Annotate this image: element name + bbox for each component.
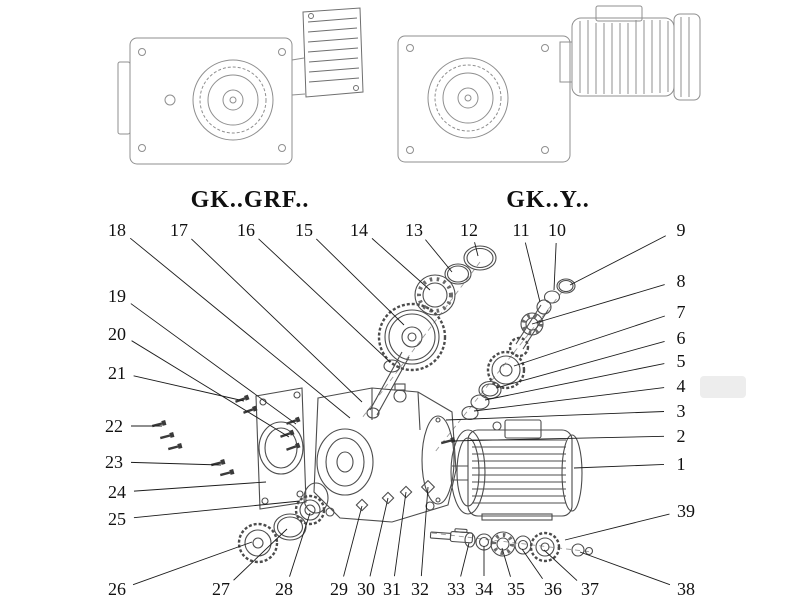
leader-line-19: [130, 303, 297, 425]
leader-line-17: [191, 238, 363, 403]
motor-sketch: [559, 5, 701, 101]
callout-number-13: 13: [405, 220, 423, 240]
callout-number-16: 16: [237, 220, 255, 240]
model-label-gk-y: GK..Y..: [506, 187, 589, 213]
callout-number-21: 21: [108, 363, 126, 383]
leader-line-24: [133, 481, 267, 492]
leader-line-4: [473, 387, 665, 412]
callout-number-9: 9: [677, 220, 686, 240]
callout-number-18: 18: [108, 220, 126, 240]
callout-number-4: 4: [677, 376, 686, 396]
leader-line-38: [579, 551, 671, 586]
callout-number-29: 29: [330, 579, 348, 599]
leader-line-15: [316, 238, 405, 326]
callout-number-25: 25: [108, 509, 126, 529]
leader-line-1: [573, 464, 665, 469]
callout-number-24: 24: [108, 482, 126, 502]
electric-motor: [440, 419, 583, 521]
callout-number-8: 8: [677, 271, 686, 291]
callout-number-17: 17: [170, 220, 188, 240]
assembled-view-gk-grf: [117, 7, 364, 165]
callout-number-3: 3: [677, 401, 686, 421]
leader-line-8: [531, 284, 665, 325]
leader-line-36: [521, 548, 543, 579]
output-bearing-set: [237, 494, 326, 564]
leader-line-37: [543, 549, 578, 581]
leader-line-23: [130, 461, 222, 466]
output-shaft-assembly: [429, 528, 594, 563]
leader-line-14: [371, 238, 431, 291]
callout-number-32: 32: [411, 579, 429, 599]
callout-number-35: 35: [507, 579, 525, 599]
callout-number-26: 26: [108, 579, 126, 599]
leader-line-39: [564, 513, 670, 541]
callout-number-20: 20: [108, 324, 126, 344]
leader-line-27: [233, 528, 288, 581]
callout-number-30: 30: [357, 579, 375, 599]
callout-number-10: 10: [548, 220, 566, 240]
callout-number-1: 1: [677, 454, 686, 474]
model-label-gk-grf: GK..GRF..: [191, 187, 310, 213]
leader-line-12: [474, 242, 479, 257]
callout-number-28: 28: [275, 579, 293, 599]
callout-number-31: 31: [383, 579, 401, 599]
leader-line-5: [484, 363, 665, 401]
leader-line-16: [258, 238, 391, 363]
callout-number-5: 5: [677, 351, 686, 371]
leader-line-35: [501, 547, 511, 577]
leader-line-6: [495, 340, 665, 389]
leader-line-18: [129, 237, 351, 419]
callout-number-33: 33: [447, 579, 465, 599]
leader-line-30: [369, 497, 389, 577]
callout-number-36: 36: [544, 579, 562, 599]
leader-line-29: [343, 505, 363, 577]
leader-line-26: [132, 541, 253, 586]
callout-number-14: 14: [350, 220, 368, 240]
callout-number-2: 2: [677, 426, 686, 446]
callout-number-6: 6: [677, 328, 686, 348]
countershaft-gear-train: [461, 278, 576, 421]
callout-number-39: 39: [677, 501, 695, 521]
leader-line-13: [425, 239, 453, 273]
watermark: [700, 376, 746, 398]
callout-number-15: 15: [295, 220, 313, 240]
callout-number-19: 19: [108, 286, 126, 306]
callout-number-7: 7: [677, 302, 686, 322]
leader-line-33: [460, 542, 470, 577]
leader-line-7: [513, 315, 665, 367]
leader-line-32: [420, 486, 429, 577]
leader-line-9: [569, 235, 666, 286]
leader-line-20: [131, 340, 290, 438]
leader-line-3: [445, 411, 665, 421]
callout-number-22: 22: [105, 416, 123, 436]
leader-line-11: [524, 242, 541, 303]
input-adapter-fins: [302, 7, 364, 98]
input-gear-train: [366, 245, 497, 419]
callout-number-12: 12: [460, 220, 478, 240]
leader-line-28: [289, 512, 311, 577]
leader-line-2: [449, 435, 665, 442]
callout-number-37: 37: [581, 579, 599, 599]
assembled-view-gk-y: [397, 5, 701, 163]
callout-number-38: 38: [677, 579, 695, 599]
leader-line-25: [133, 500, 301, 519]
housing-plugs: [355, 479, 436, 512]
callout-number-11: 11: [512, 220, 529, 240]
assembly-axis-1: [361, 261, 481, 419]
assembly-axis-2: [434, 291, 563, 453]
callout-number-34: 34: [475, 579, 493, 599]
leader-line-10: [553, 242, 557, 291]
callout-number-27: 27: [212, 579, 230, 599]
leader-line-31: [393, 491, 407, 577]
callout-number-23: 23: [105, 452, 123, 472]
fastener-bolts: [151, 394, 301, 477]
leader-line-21: [133, 375, 245, 402]
